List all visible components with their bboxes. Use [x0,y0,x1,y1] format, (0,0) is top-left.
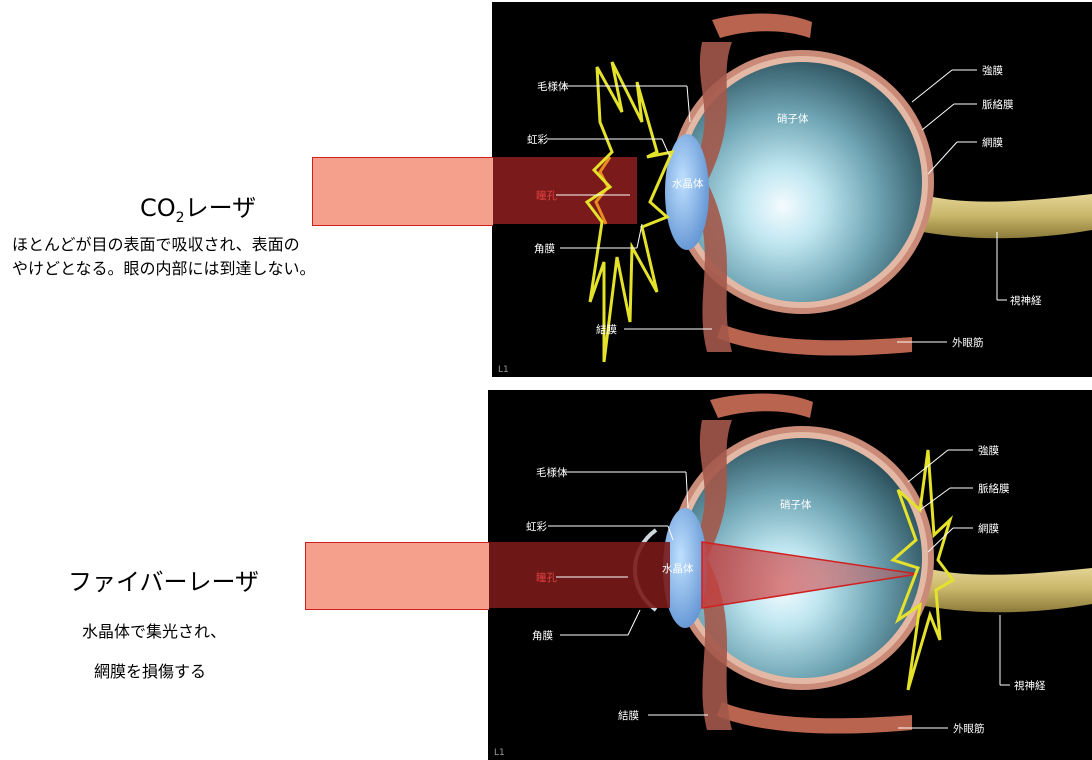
fiber-desc-line2: 網膜を損傷する [94,662,207,681]
label-vitreous-2: 硝子体 [780,498,812,511]
muscle-bottom-shape-2 [717,702,912,734]
fiber-title: ファイバーレーザ [68,568,260,596]
label-conjunctiva-2: 結膜 [618,709,639,722]
muscle-top-shape [712,13,812,38]
fiber-desc: 水晶体で集光され、 網膜を損傷する [82,612,226,692]
label-conjunctiva: 結膜 [596,323,617,336]
label-cornea: 角膜 [534,243,555,255]
vitreous-shape [682,62,922,302]
spark-burst-retina [890,449,956,691]
corner-label-2: L1 [494,748,505,758]
label-muscle: 外眼筋 [952,336,984,349]
label-pupil: 瞳孔 [536,189,557,202]
label-vitreous: 硝子体 [777,112,809,125]
muscle-top-shape-2 [710,393,813,418]
label-pupil-2: 瞳孔 [536,571,557,584]
co2-desc-line2: やけどとなる。眼の内部には到達しない。 [12,259,316,278]
optic-nerve-shape-2 [914,565,1092,613]
fiber-beam [305,542,489,610]
label-choroid-2: 脈絡膜 [978,482,1010,495]
co2-title-prefix: CO [140,194,176,222]
co2-desc: ほとんどが目の表面で吸収され、表面の やけどとなる。眼の内部には到達しない。 [12,233,316,281]
label-ciliary: 毛様体 [537,80,569,93]
label-muscle-2: 外眼筋 [953,722,985,735]
label-optic-nerve: 視神経 [1010,294,1042,307]
label-ciliary-2: 毛様体 [536,466,568,479]
co2-title-sub: 2 [175,209,185,226]
co2-title: CO2レーザ [140,188,256,226]
label-retina-2: 網膜 [978,522,999,535]
co2-beam [312,157,493,226]
co2-desc-line1: ほとんどが目の表面で吸収され、表面の [12,235,300,254]
fiber-desc-line1: 水晶体で集光され、 [82,622,227,641]
label-lens-2: 水晶体 [662,563,694,575]
label-iris: 虹彩 [527,134,548,146]
label-cornea-2: 角膜 [532,630,553,642]
co2-title-suffix: レーザ [184,194,257,222]
label-sclera-2: 強膜 [978,444,999,457]
lens-shape [665,134,709,250]
eye-diagram-fiber: 毛様体 虹彩 瞳孔 角膜 結膜 水晶体 硝子体 強膜 脈絡膜 網膜 視神経 外眼… [488,390,1092,760]
muscle-bottom-shape [717,324,912,356]
corner-label: L1 [498,365,509,375]
eye-diagram-co2: 毛様体 虹彩 瞳孔 角膜 結膜 水晶体 硝子体 強膜 脈絡膜 網膜 視神経 外眼… [492,2,1092,377]
label-lens: 水晶体 [672,178,704,190]
label-sclera: 強膜 [982,64,1003,77]
label-iris-2: 虹彩 [526,521,547,533]
lens-shape-2 [663,508,707,628]
label-retina: 網膜 [982,136,1003,149]
label-optic-nerve-2: 視神経 [1014,679,1046,692]
eye-diagram-fiber-svg: 毛様体 虹彩 瞳孔 角膜 結膜 水晶体 硝子体 強膜 脈絡膜 網膜 視神経 外眼… [488,393,1092,758]
label-choroid: 脈絡膜 [982,98,1014,111]
eye-diagram-co2-svg: 毛様体 虹彩 瞳孔 角膜 結膜 水晶体 硝子体 強膜 脈絡膜 網膜 視神経 外眼… [492,13,1092,375]
co2-beam-dark [492,157,637,224]
eyelid-shape [687,42,732,352]
focus-cone [701,541,919,609]
fiber-beam-dark [488,542,670,608]
optic-nerve-shape [912,192,1092,239]
spark-burst [584,61,675,363]
